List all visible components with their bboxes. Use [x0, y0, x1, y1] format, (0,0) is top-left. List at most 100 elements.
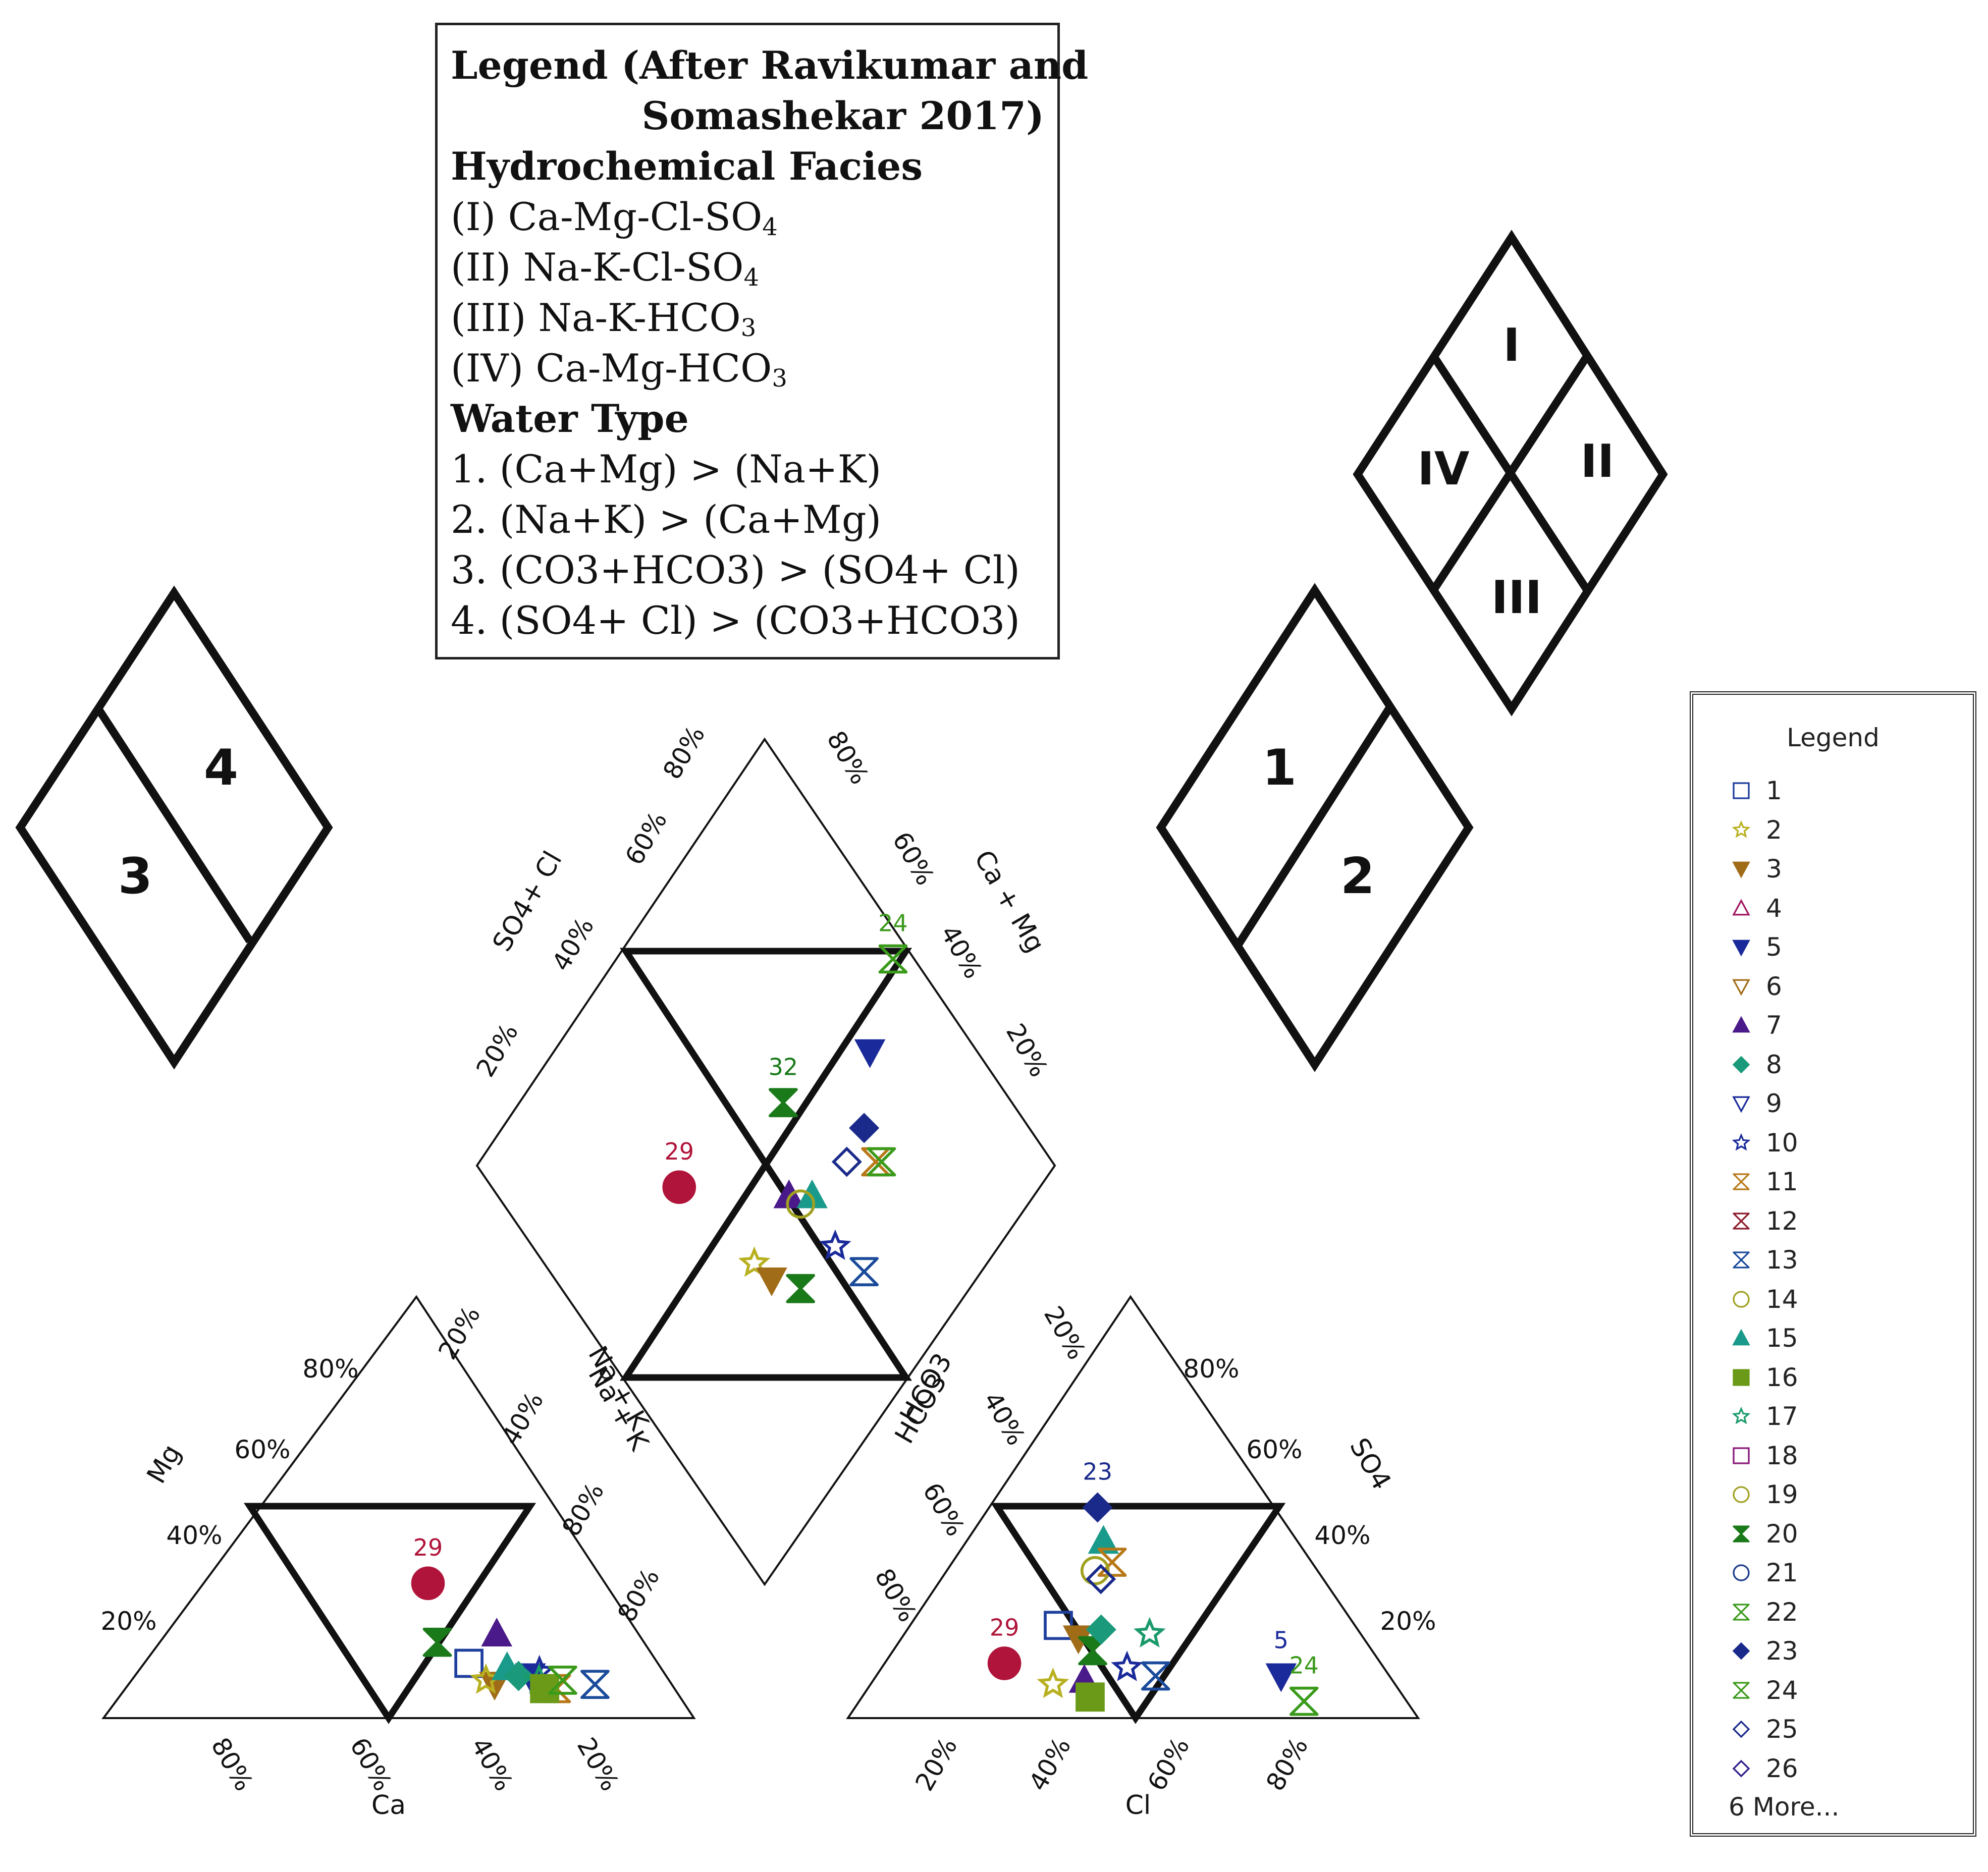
hourglass-filled-marker-icon: [1733, 1525, 1750, 1543]
hourglass-open-marker-icon: [1733, 1681, 1750, 1699]
facies-label-III: III: [1491, 571, 1542, 624]
legend-item-8: 8: [1729, 1050, 1782, 1080]
diamond-tick-upper-right: 80%: [821, 726, 875, 789]
cation-tick-bottom: 80%: [205, 1733, 259, 1796]
triangle-down-open-marker-icon: [1732, 979, 1750, 996]
cation-point-13: [580, 1670, 610, 1699]
hourglass-open-marker-icon: [1733, 1603, 1750, 1621]
legend-item-11: 11: [1729, 1167, 1798, 1197]
triangle-up-open-marker-icon: [1732, 899, 1750, 915]
legend-item-7: 7: [1729, 1010, 1782, 1040]
anion-tick-bottom: 60%: [1142, 1733, 1195, 1796]
legend-item-3: 3: [1729, 854, 1782, 884]
legend-item-label: 2: [1766, 815, 1782, 845]
anion-point-29: 29: [987, 1614, 1022, 1680]
facies-legend-box: Legend (After Ravikumar and Somashekar 2…: [435, 23, 1088, 659]
diamond-point-5: [854, 1039, 886, 1068]
legend-item-label: 19: [1766, 1480, 1798, 1509]
diamond-point-32: 32: [769, 1053, 798, 1118]
anion-tick-bottom: 40%: [1023, 1733, 1077, 1796]
legend-item-18: 18: [1729, 1441, 1798, 1471]
diamond-point-15: [796, 1179, 828, 1208]
legend-item-label: 11: [1766, 1167, 1798, 1196]
star-open-marker-icon: [1732, 820, 1751, 838]
diamond-open-marker-icon: [1732, 1759, 1750, 1777]
legend-item-label: 24: [1766, 1675, 1798, 1705]
legend-item-21: 21: [1729, 1558, 1798, 1588]
anion-key-diagram: [15, 585, 333, 1070]
key-label-2: 2: [1340, 848, 1375, 905]
hourglass-open-marker-icon: [1733, 1251, 1750, 1269]
facies-heading: Hydrochemical Facies: [451, 144, 923, 189]
anion-point-label: 29: [990, 1614, 1019, 1641]
legend-item-20: 20: [1729, 1519, 1798, 1549]
anion-tick-left: 60%: [917, 1478, 971, 1541]
square-open-marker-icon: [1733, 1447, 1750, 1464]
anion-point-24: 24: [1289, 1652, 1319, 1716]
legend-item-19: 19: [1729, 1479, 1798, 1510]
legend-item-label: 4: [1766, 893, 1782, 923]
anion-point-13: [1141, 1661, 1170, 1691]
diamond-open-marker-icon: [1732, 1720, 1750, 1738]
series-legend-title: Legend: [1787, 723, 1879, 752]
legend-item-label: 12: [1766, 1206, 1798, 1236]
circle-open-marker-icon: [1733, 1564, 1750, 1581]
diamond-filled-marker-icon: [1732, 1056, 1750, 1073]
legend-item-label: 9: [1766, 1089, 1782, 1118]
anion-point-11: [1097, 1548, 1127, 1577]
facies-key-diagram: [1353, 230, 1668, 717]
facies-item-4: (IV) Ca-Mg-HCO3: [451, 346, 787, 393]
diamond-tick-upper-right: 20%: [1000, 1019, 1054, 1082]
anion-point-8: [1086, 1614, 1116, 1645]
diamond-point-14: [786, 1189, 816, 1219]
anion-point-10: [1111, 1650, 1143, 1681]
diamond-point-10: [819, 1229, 851, 1260]
diamond-tick-upper-right: 60%: [887, 827, 940, 890]
cation-tick-bottom: 20%: [571, 1733, 625, 1796]
legend-item-15: 15: [1729, 1323, 1798, 1353]
diamond-filled-marker-icon: [1732, 1642, 1750, 1660]
diamond-point-2: [738, 1246, 771, 1277]
anion-point-label: 24: [1289, 1652, 1319, 1679]
diamond-point-22: [867, 1147, 896, 1177]
legend-item-2: 2: [1729, 815, 1782, 845]
legend-item-25: 25: [1729, 1714, 1798, 1744]
legend-item-16: 16: [1729, 1362, 1798, 1393]
water-type-3: 3. (CO3+HCO3) > (SO4+ Cl): [451, 547, 1020, 592]
legend-item-17: 17: [1729, 1401, 1798, 1431]
legend-item-10: 10: [1729, 1128, 1798, 1158]
triangle-up-filled-marker-icon: [1732, 1329, 1750, 1346]
legend-item-4: 4: [1729, 893, 1782, 923]
diamond-point-label: 24: [878, 910, 908, 937]
triangle-down-open-marker-icon: [1732, 1096, 1750, 1113]
cation-triangle: [101, 1295, 696, 1724]
legend-title-line-2: Somashekar 2017): [641, 93, 1044, 138]
anion-point-25: [1086, 1564, 1116, 1594]
diamond-point-25: [831, 1146, 862, 1177]
water-type-heading: Water Type: [451, 396, 689, 441]
water-type-2: 2. (Na+K) > (Ca+Mg): [451, 497, 882, 542]
cation-tick-right: 40%: [496, 1387, 549, 1450]
anion-tick-bottom: 80%: [1260, 1733, 1314, 1796]
diamond-tick-upper-right: 40%: [935, 920, 988, 983]
diamond-axis-title-so4cl: SO4+ Cl: [487, 846, 568, 957]
anion-point-14: [1080, 1556, 1110, 1585]
series-legend-more[interactable]: 6 More...: [1729, 1792, 1840, 1822]
legend-item-24: 24: [1729, 1675, 1798, 1705]
cation-axis-title-mg: Mg: [141, 1440, 187, 1489]
cation-key-diagram: [1156, 583, 1474, 1072]
star-open-marker-icon: [1732, 1133, 1751, 1151]
diamond-point-23: [849, 1113, 880, 1143]
cation-tick-left: 40%: [166, 1521, 222, 1550]
water-type-1: 1. (Ca+Mg) > (Na+K): [451, 447, 882, 491]
anion-point-2: [1037, 1667, 1069, 1698]
legend-item-label: 15: [1766, 1324, 1798, 1353]
diamond-tick-upper-left: 80%: [657, 721, 711, 784]
cation-point-1: [454, 1648, 483, 1678]
legend-item-6: 6: [1729, 971, 1782, 1002]
facies-label-IV: IV: [1417, 443, 1469, 495]
legend-item-label: 7: [1766, 1011, 1782, 1040]
cation-point-label: 29: [413, 1534, 443, 1561]
